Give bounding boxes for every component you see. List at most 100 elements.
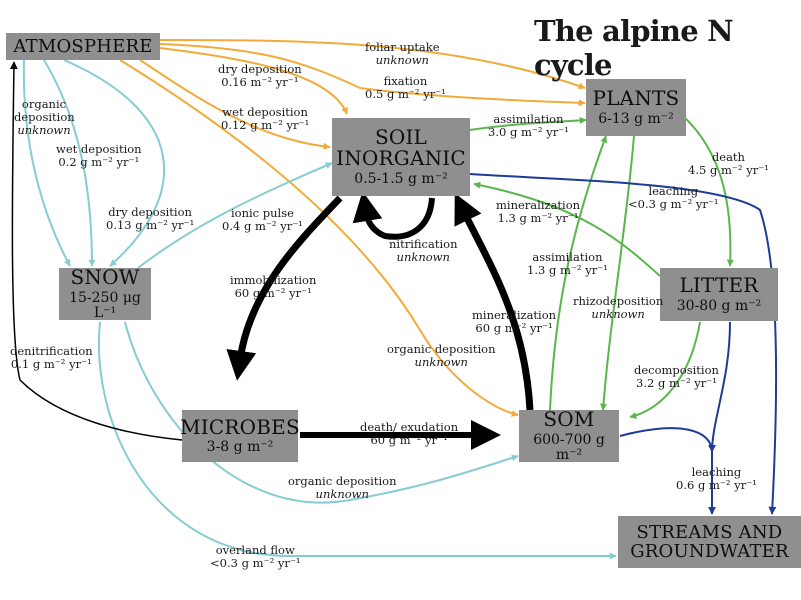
wet-deposition-soil-flux: wet deposition 0.12 g m⁻² yr⁻¹ bbox=[221, 106, 309, 132]
dry-deposition-snow-flux: dry deposition 0.13 g m⁻² yr⁻¹ bbox=[106, 206, 194, 232]
denitrification-flux: denitrification 0.1 g m⁻² yr⁻¹ bbox=[10, 345, 93, 371]
assimilation-som-arrow bbox=[549, 135, 608, 411]
mineralization-som-arrow bbox=[454, 193, 534, 411]
snow-value: 15-250 μg L⁻¹ bbox=[69, 289, 141, 321]
flux-amount: 4.5 g m⁻² yr⁻¹ bbox=[688, 163, 769, 177]
plants-box: PLANTS 6-13 g m⁻² bbox=[586, 79, 686, 136]
mineralization-litter-arrow bbox=[473, 181, 661, 277]
flux-label: fixation bbox=[383, 74, 428, 88]
plants-value: 6-13 g m⁻² bbox=[598, 110, 674, 127]
immobilization-arrow bbox=[226, 195, 343, 381]
rhizodeposition-flux: rhizodeposition unknown bbox=[573, 295, 663, 321]
decomposition-flux: decomposition 3.2 g m⁻² yr⁻¹ bbox=[634, 364, 719, 390]
streams-label-line2: GROUNDWATER bbox=[630, 541, 789, 562]
plants-label: PLANTS bbox=[592, 86, 680, 111]
decomposition-arrow bbox=[629, 321, 701, 419]
flux-label: overland flow bbox=[215, 543, 295, 557]
litter-box: LITTER 30-80 g m⁻² bbox=[660, 268, 778, 321]
flux-amount: 0.16 m⁻² yr⁻¹ bbox=[221, 75, 299, 89]
flux-label: mineralization bbox=[496, 198, 581, 212]
snow-box: SNOW 15-250 μg L⁻¹ bbox=[59, 265, 151, 321]
atmosphere-box: ATMOSPHERE bbox=[6, 33, 160, 60]
flux-amount: 0.5 g m⁻² yr⁻¹ bbox=[365, 87, 446, 101]
mineralization-som-flux: mineralization 60 g m⁻² yr⁻¹ bbox=[472, 309, 556, 335]
flux-label: nitrification bbox=[389, 237, 458, 251]
flux-label: wet deposition bbox=[222, 105, 308, 119]
microbes-value: 3-8 g m⁻² bbox=[206, 439, 274, 456]
flux-label: organic deposition bbox=[14, 97, 75, 124]
wet-deposition-snow-flux: wet deposition 0.2 g m⁻² yr⁻¹ bbox=[56, 143, 142, 169]
leaching-soil-flux: leaching <0.3 g m⁻² yr⁻¹ bbox=[628, 185, 719, 211]
flux-amount: 60 g m⁻² yr⁻¹ bbox=[370, 433, 448, 447]
flux-label: dry deposition bbox=[218, 62, 302, 76]
flux-amount: unknown bbox=[414, 355, 468, 369]
assimilation-soil-flux: assimilation 3.0 g m⁻² yr⁻¹ bbox=[488, 113, 569, 139]
foliar-uptake-arrow bbox=[159, 39, 586, 90]
flux-label: decomposition bbox=[634, 363, 719, 377]
soil-inorganic-value: 0.5-1.5 g m⁻² bbox=[354, 171, 448, 188]
denitrification-arrow bbox=[9, 61, 183, 441]
leaching-som-flux: leaching 0.6 g m⁻² yr⁻¹ bbox=[676, 466, 757, 492]
overland-flow-flux: overland flow <0.3 g m⁻² yr⁻¹ bbox=[210, 544, 301, 570]
soil-inorganic-box: SOIL INORGANIC 0.5-1.5 g m⁻² bbox=[332, 118, 470, 196]
flux-amount: unknown bbox=[315, 487, 369, 501]
flux-label: assimilation bbox=[532, 250, 603, 264]
flux-label: immobilization bbox=[230, 273, 317, 287]
ionic-pulse-arrow bbox=[137, 162, 333, 269]
leaching-litter-arrow bbox=[708, 321, 731, 453]
streams-label-line1: STREAMS AND bbox=[636, 521, 783, 543]
nitrification-arrow bbox=[352, 191, 435, 240]
flux-label: ionic pulse bbox=[230, 206, 294, 220]
flux-amount: unknown bbox=[17, 123, 71, 137]
wet-deposition-soil-arrow bbox=[139, 59, 331, 150]
flux-amount: 1.3 g m⁻² yr⁻¹ bbox=[497, 211, 579, 225]
assimilation-som-flux: assimilation 1.3 g m⁻² yr⁻¹ bbox=[527, 251, 608, 277]
flux-label: death bbox=[711, 150, 745, 164]
flux-label: leaching bbox=[691, 465, 742, 479]
flux-amount: 0.1 g m⁻² yr⁻¹ bbox=[10, 357, 92, 371]
snow-label: SNOW bbox=[70, 265, 140, 290]
flux-label: assimilation bbox=[493, 112, 564, 126]
flux-amount: 60 g m⁻² yr⁻¹ bbox=[475, 321, 553, 335]
litter-label: LITTER bbox=[679, 273, 759, 298]
assimilation-soil-arrow bbox=[469, 116, 587, 131]
flux-label: leaching bbox=[648, 184, 699, 198]
flux-amount: unknown bbox=[591, 307, 645, 321]
flux-amount: 3.2 g m⁻² yr⁻¹ bbox=[636, 376, 717, 390]
flux-label: mineralization bbox=[472, 308, 557, 322]
death-exudation-flux: death/ exudation 60 g m⁻² yr⁻¹ bbox=[360, 421, 458, 447]
organic-deposition-snow-flux: organic deposition unknown bbox=[14, 97, 75, 137]
soil-inorganic-label-line1: SOIL bbox=[374, 124, 428, 149]
organic-deposition-som-flux: organic deposition unknown bbox=[387, 343, 495, 369]
dry-deposition-snow-arrow bbox=[63, 59, 165, 267]
flux-label: organic deposition bbox=[288, 474, 397, 488]
immobilization-flux: immobilization 60 g m⁻² yr⁻¹ bbox=[230, 274, 316, 300]
flux-label: denitrification bbox=[10, 344, 93, 358]
leaching-som-arrow bbox=[619, 427, 716, 515]
flux-amount: 0.13 g m⁻² yr⁻¹ bbox=[106, 218, 195, 232]
flux-label: death/ exudation bbox=[360, 420, 459, 434]
microbes-label: MICROBES bbox=[180, 414, 300, 439]
flux-amount: <0.3 g m⁻² yr⁻¹ bbox=[210, 556, 301, 570]
som-label: SOM bbox=[543, 407, 595, 432]
flux-amount: 0.2 g m⁻² yr⁻¹ bbox=[58, 155, 140, 169]
flux-amount: 0.4 g m⁻² yr⁻¹ bbox=[222, 219, 303, 233]
rhizodeposition-arrow bbox=[599, 135, 635, 411]
organic-deposition-snow-arrow bbox=[22, 59, 71, 267]
flux-amount: 0.6 g m⁻² yr⁻¹ bbox=[676, 478, 757, 492]
flux-amount: 1.3 g m⁻² yr⁻¹ bbox=[527, 263, 608, 277]
som-box: SOM 600-700 g m⁻² bbox=[519, 407, 619, 462]
flux-label: organic deposition bbox=[387, 342, 496, 356]
organic-deposition-som-arrow bbox=[119, 59, 519, 417]
flux-label: wet deposition bbox=[56, 142, 142, 156]
flux-amount: 3.0 g m⁻² yr⁻¹ bbox=[488, 125, 569, 139]
flux-amount: unknown bbox=[375, 53, 429, 67]
overland-flow-arrow bbox=[98, 321, 617, 560]
litter-value: 30-80 g m⁻² bbox=[676, 297, 762, 314]
flux-label: dry deposition bbox=[108, 205, 192, 219]
dry-deposition-soil-arrow bbox=[159, 47, 348, 115]
fixation-arrow bbox=[159, 43, 586, 107]
flux-amount: 60 g m⁻² yr⁻¹ bbox=[234, 286, 312, 300]
organic-deposition-snow-som-arrow bbox=[124, 321, 519, 504]
